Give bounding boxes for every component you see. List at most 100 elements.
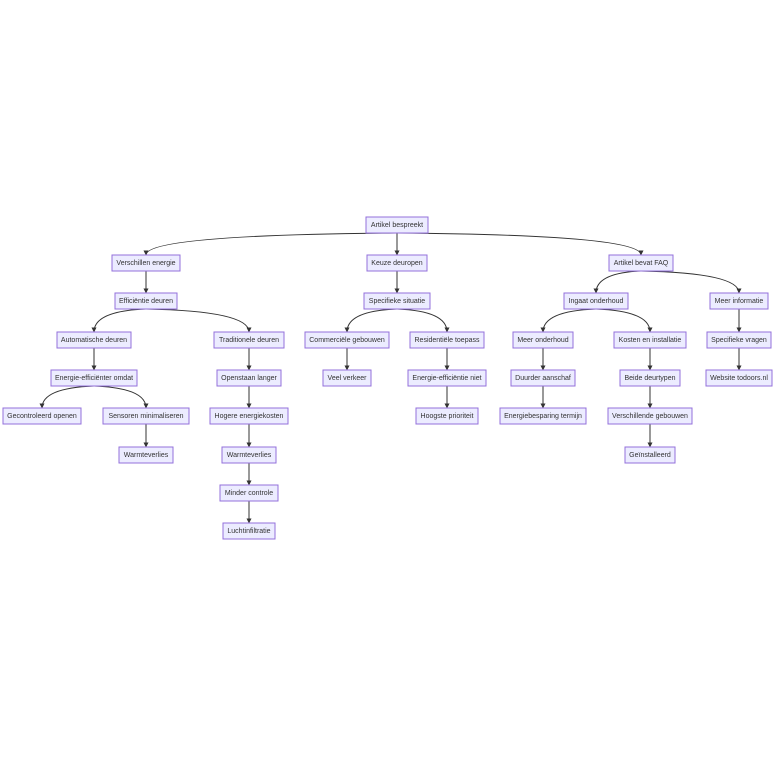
node-label: Warmteverlies — [124, 452, 169, 459]
node-n7: Meer informatie — [709, 292, 769, 310]
node-box — [366, 254, 428, 272]
node-n25: Hoogste prioriteit — [415, 407, 479, 425]
node-n28: Warmteverlies — [118, 446, 174, 464]
node-label: Veel verkeer — [328, 375, 368, 382]
node-box — [619, 369, 681, 387]
edge-n0-n1 — [143, 232, 398, 256]
node-n19: Duurder aanschaf — [510, 369, 576, 387]
node-box — [304, 331, 390, 349]
node-box — [512, 331, 574, 349]
node-n29: Warmteverlies — [221, 446, 277, 464]
node-box — [111, 254, 181, 272]
node-label: Energie-efficiëntie niet — [412, 375, 481, 382]
node-n5: Specifieke situatie — [363, 292, 431, 310]
node-label: Geïnstalleerd — [629, 452, 671, 459]
node-label: Automatische deuren — [61, 337, 127, 344]
node-n4: Efficiëntie deuren — [114, 292, 178, 310]
edge-n15-n23 — [93, 385, 149, 409]
node-n11: Residentiële toepass — [409, 331, 485, 349]
node-box — [705, 369, 773, 387]
node-label: Energiebesparing termijn — [504, 413, 582, 420]
node-n20: Beide deurtypen — [619, 369, 681, 387]
node-box — [706, 331, 772, 349]
node-label: Kosten en installatie — [619, 337, 682, 344]
node-box — [407, 369, 487, 387]
node-box — [613, 331, 687, 349]
node-box — [709, 292, 769, 310]
node-label: Specifieke situatie — [369, 298, 426, 305]
edge-n4-n8 — [91, 308, 147, 333]
node-label: Artikel bespreekt — [371, 222, 423, 229]
node-n14: Specifieke vragen — [706, 331, 772, 349]
node-label: Ingaat onderhoud — [569, 298, 624, 305]
edge-n4-n9 — [145, 308, 252, 333]
node-n8: Automatische deuren — [56, 331, 132, 349]
edge-n3-n7 — [640, 270, 742, 294]
edge-n3-n6 — [593, 270, 642, 294]
node-n31: Minder controle — [219, 484, 279, 502]
node-label: Minder controle — [225, 490, 273, 497]
node-n30: Geïnstalleerd — [624, 446, 676, 464]
node-box — [102, 407, 190, 425]
node-label: Meer onderhoud — [517, 337, 568, 344]
node-n21: Website todoors.nl — [705, 369, 773, 387]
node-n10: Commerciële gebouwen — [304, 331, 390, 349]
node-box — [118, 446, 174, 464]
edge-n0-n3 — [396, 232, 644, 256]
node-n24: Hogere energiekosten — [209, 407, 289, 425]
node-box — [563, 292, 629, 310]
node-box — [209, 407, 289, 425]
node-box — [213, 331, 285, 349]
node-box — [415, 407, 479, 425]
node-box — [363, 292, 431, 310]
node-n0: Artikel bespreekt — [365, 216, 429, 234]
node-n1: Verschillen energie — [111, 254, 181, 272]
node-n17: Veel verkeer — [322, 369, 372, 387]
edge-n15-n22 — [39, 385, 95, 409]
node-n6: Ingaat onderhoud — [563, 292, 629, 310]
node-label: Efficiëntie deuren — [119, 298, 173, 305]
node-box — [114, 292, 178, 310]
node-n26: Energiebesparing termijn — [499, 407, 587, 425]
node-n13: Kosten en installatie — [613, 331, 687, 349]
node-n27: Verschillende gebouwen — [607, 407, 693, 425]
node-label: Energie-efficiënter omdat — [55, 375, 133, 382]
node-label: Openstaan langer — [221, 375, 277, 382]
node-box — [219, 484, 279, 502]
node-label: Duurder aanschaf — [515, 375, 571, 382]
node-label: Verschillende gebouwen — [612, 413, 688, 420]
node-n16: Openstaan langer — [216, 369, 282, 387]
node-label: Commerciële gebouwen — [309, 337, 385, 344]
node-box — [216, 369, 282, 387]
node-n12: Meer onderhoud — [512, 331, 574, 349]
node-n22: Gecontroleerd openen — [2, 407, 82, 425]
node-label: Meer informatie — [715, 298, 764, 305]
node-label: Artikel bevat FAQ — [614, 260, 669, 267]
node-box — [222, 522, 276, 540]
node-n23: Sensoren minimaliseren — [102, 407, 190, 425]
node-label: Hogere energiekosten — [215, 413, 284, 420]
node-box — [56, 331, 132, 349]
node-label: Specifieke vragen — [711, 337, 767, 344]
node-box — [322, 369, 372, 387]
node-box — [608, 254, 674, 272]
node-label: Luchtinfiltratie — [227, 528, 270, 535]
node-n9: Traditionele deuren — [213, 331, 285, 349]
node-box — [2, 407, 82, 425]
node-box — [499, 407, 587, 425]
node-box — [221, 446, 277, 464]
edge-n5-n10 — [344, 308, 398, 333]
edge-n5-n11 — [396, 308, 450, 333]
edge-n6-n12 — [540, 308, 597, 333]
node-n3: Artikel bevat FAQ — [608, 254, 674, 272]
node-label: Keuze deuropen — [371, 260, 422, 267]
node-box — [607, 407, 693, 425]
node-n2: Keuze deuropen — [366, 254, 428, 272]
node-label: Beide deurtypen — [625, 375, 676, 382]
node-box — [409, 331, 485, 349]
node-label: Gecontroleerd openen — [7, 413, 77, 420]
node-label: Warmteverlies — [227, 452, 272, 459]
node-n18: Energie-efficiëntie niet — [407, 369, 487, 387]
node-box — [365, 216, 429, 234]
